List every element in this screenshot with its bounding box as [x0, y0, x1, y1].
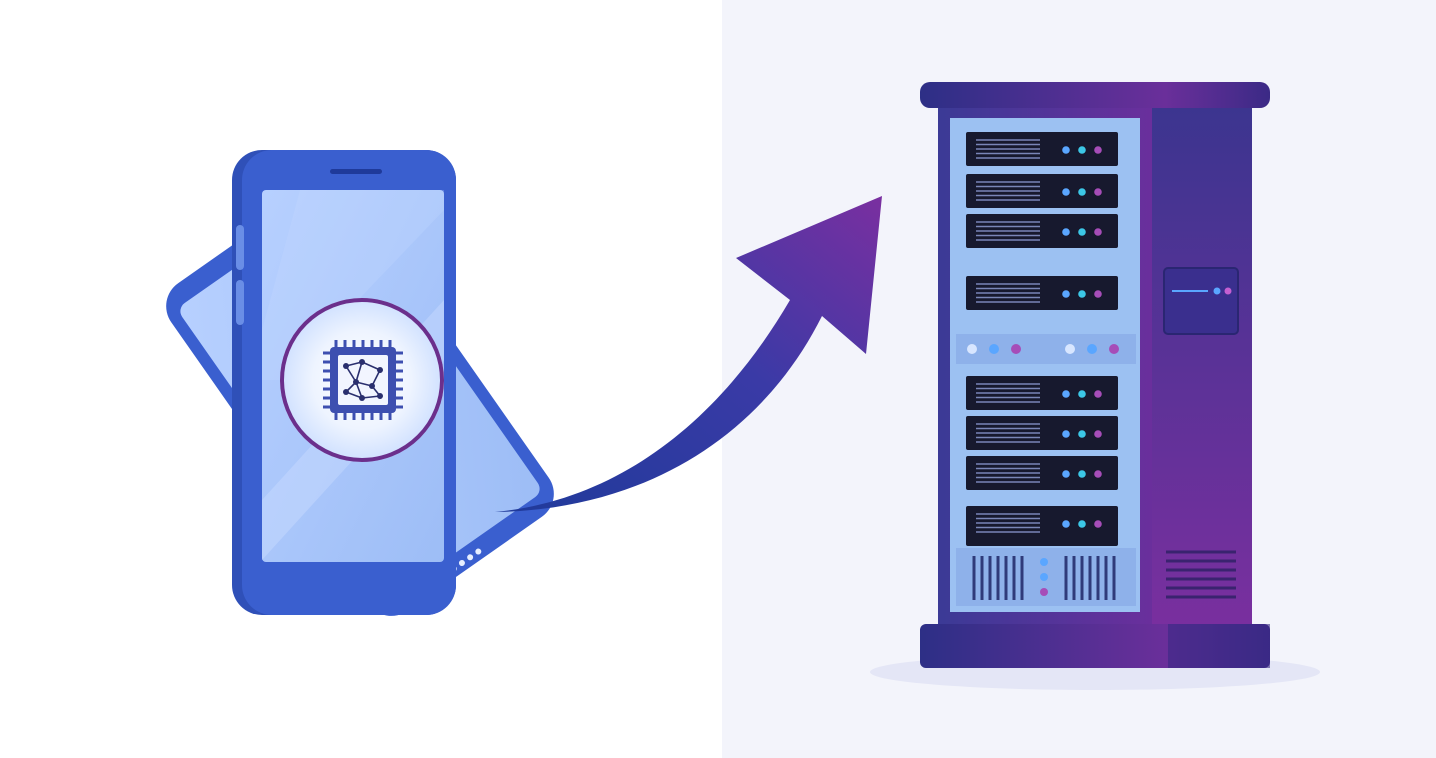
server-unit	[966, 376, 1118, 410]
upload-arrow-icon	[495, 196, 882, 512]
server-unit	[966, 276, 1118, 310]
server-unit	[966, 214, 1118, 248]
server-unit	[966, 506, 1118, 546]
server-unit	[966, 174, 1118, 208]
server-unit	[966, 456, 1118, 490]
server-unit	[966, 416, 1118, 450]
ai-chip-icon	[280, 298, 444, 462]
server-rack-icon	[870, 82, 1320, 690]
server-unit	[966, 132, 1118, 166]
